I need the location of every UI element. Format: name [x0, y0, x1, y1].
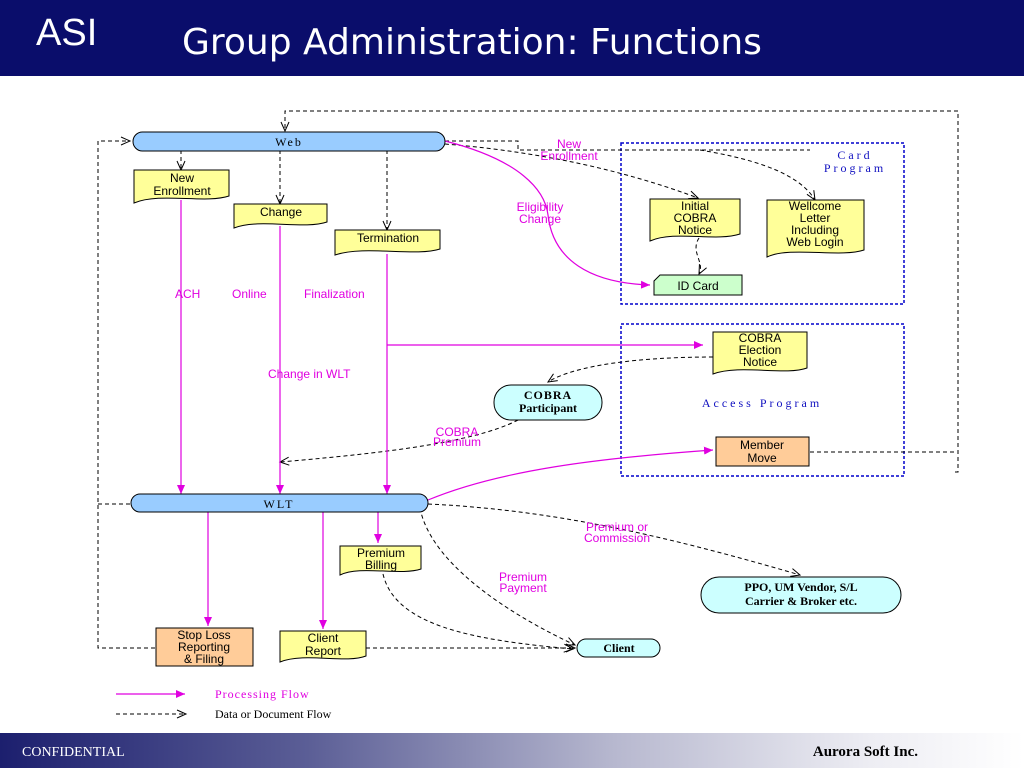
functions-diagram: Web WLT New Enrollment Change Terminatio… — [97, 110, 959, 721]
web-pipe: Web — [132, 131, 446, 152]
change-doc: Change — [233, 203, 328, 229]
svg-text:Change: Change — [260, 205, 302, 219]
svg-text:Termination: Termination — [357, 231, 419, 245]
client-report-doc: Client Report — [279, 630, 367, 663]
svg-text:Premium: Premium — [357, 546, 405, 560]
svg-text:WLT: WLT — [264, 497, 295, 511]
new-enrollment-doc: New Enrollment — [133, 169, 230, 204]
svg-text:New: New — [170, 171, 194, 185]
cobra-election-doc: COBRA Election Notice — [712, 331, 808, 375]
client-node: Client — [576, 638, 661, 658]
svg-text:Election: Election — [739, 343, 782, 357]
svg-text:Client: Client — [603, 641, 634, 655]
id-card-box: ID Card — [653, 274, 743, 296]
svg-text:& Filing: & Filing — [184, 652, 224, 666]
svg-text:Participant: Participant — [519, 401, 577, 415]
termination-doc: Termination — [334, 229, 441, 256]
initial-cobra-to-id-card-line — [695, 237, 707, 276]
header-bar: ASI Group Administration: Functions — [0, 0, 1024, 76]
svg-text:Notice: Notice — [678, 223, 712, 237]
premium-commission-label-1: Premium or — [586, 520, 648, 534]
svg-text:Notice: Notice — [743, 355, 777, 369]
svg-text:Initial: Initial — [681, 199, 709, 213]
cobra-premium-line — [278, 419, 519, 466]
legend: Processing Flow Data or Document Flow — [116, 687, 332, 721]
wlt-pipe: WLT — [130, 493, 429, 513]
loop-top-line — [280, 110, 959, 473]
wlt-to-client-line — [419, 507, 577, 646]
svg-text:Billing: Billing — [365, 558, 397, 572]
eligibility-label-2: Change — [519, 212, 561, 226]
svg-text:Member: Member — [740, 438, 784, 452]
new-enrollment-label-2: Enrollment — [540, 149, 598, 163]
premium-payment-label-1: Premium — [499, 570, 547, 584]
enrollment-to-initial-cobra-line — [444, 143, 700, 200]
eligibility-label-1: Eligibility — [517, 200, 564, 214]
svg-text:ID Card: ID Card — [677, 279, 718, 293]
svg-text:Including: Including — [791, 223, 839, 237]
new-enrollment-label-1: New — [557, 137, 581, 151]
card-program-region — [620, 142, 905, 305]
legend-data-label: Data or Document Flow — [215, 707, 332, 721]
premium-payment-label-2: Payment — [499, 581, 547, 595]
card-program-label-1: Card — [837, 148, 872, 162]
svg-text:Web: Web — [275, 135, 303, 149]
footer-bar: CONFIDENTIAL Aurora Soft Inc. — [0, 733, 1024, 768]
svg-text:Enrollment: Enrollment — [153, 184, 211, 198]
loop-left-line — [97, 136, 155, 649]
page-title: Group Administration: Functions — [182, 22, 762, 63]
wlt-to-vendor-line — [427, 503, 802, 577]
svg-text:COBRA: COBRA — [739, 331, 782, 345]
svg-text:Carrier & Broker etc.: Carrier & Broker etc. — [745, 594, 857, 608]
svg-text:Letter: Letter — [800, 211, 831, 225]
svg-text:Web Login: Web Login — [786, 235, 843, 249]
premium-commission-label-2: Commission — [584, 531, 650, 545]
vendor-node: PPO, UM Vendor, S/L Carrier & Broker etc… — [700, 576, 902, 614]
card-program-label-2: Program — [824, 161, 886, 175]
change-in-wlt-label: Change in WLT — [268, 367, 351, 381]
svg-text:Stop Loss: Stop Loss — [177, 628, 230, 642]
cobra-premium-label-2: Premium — [433, 435, 481, 449]
svg-text:PPO, UM Vendor, S/L: PPO, UM Vendor, S/L — [744, 580, 857, 594]
svg-text:Report: Report — [305, 644, 342, 658]
finalization-label: Finalization — [304, 287, 365, 301]
cobra-premium-label-1: COBRA — [436, 425, 479, 439]
svg-text:Client: Client — [308, 631, 339, 645]
svg-text:Reporting: Reporting — [178, 640, 230, 654]
svg-text:Move: Move — [747, 451, 777, 465]
access-program-region — [620, 323, 905, 477]
stop-loss-box: Stop Loss Reporting & Filing — [155, 627, 254, 667]
wlt-to-member-move-line — [427, 446, 714, 501]
asi-logo: ASI — [36, 12, 98, 54]
company-name: Aurora Soft Inc. — [812, 744, 918, 760]
billing-to-client-line — [382, 573, 575, 653]
ach-label: ACH — [175, 287, 200, 301]
initial-cobra-doc: Initial COBRA Notice — [649, 198, 741, 242]
svg-text:Wellcome: Wellcome — [789, 199, 842, 213]
welcome-letter-doc: Wellcome Letter Including Web Login — [766, 199, 865, 258]
legend-processing-label: Processing Flow — [215, 687, 310, 701]
svg-text:COBRA: COBRA — [524, 388, 572, 402]
access-program-label: Access Program — [702, 396, 822, 410]
card-to-welcome-line — [699, 149, 816, 202]
cobra-participant-node: COBRA Participant — [493, 384, 603, 421]
eligibility-change-line — [444, 140, 651, 289]
online-label: Online — [232, 287, 267, 301]
premium-billing-doc: Premium Billing — [339, 545, 422, 576]
svg-text:COBRA: COBRA — [674, 211, 717, 225]
web-to-card-line — [445, 140, 810, 151]
member-move-box: Member Move — [715, 436, 810, 467]
election-to-participant-line — [546, 356, 714, 383]
confidential-label: CONFIDENTIAL — [22, 745, 125, 760]
